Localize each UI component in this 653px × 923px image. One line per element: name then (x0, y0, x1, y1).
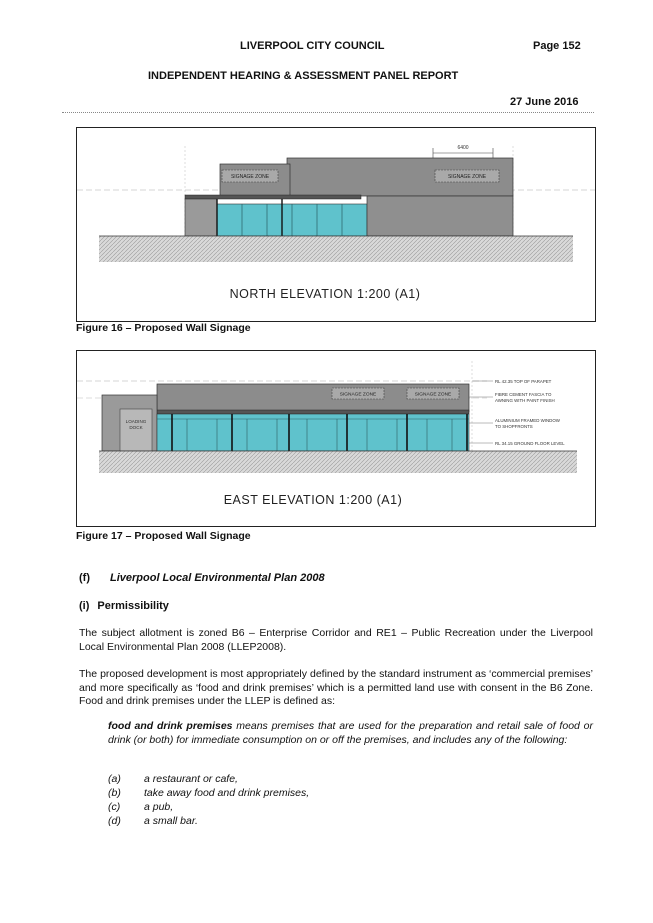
east-note-fascia-line1: FIBRE CEMENT FASCIA TO (495, 392, 552, 397)
header-divider (62, 112, 594, 113)
list-item: (b) take away food and drink premises, (108, 787, 309, 799)
paragraph-definition-intro: The proposed development is most appropr… (79, 668, 593, 707)
definition-text: means premises that are used for the pre… (108, 720, 593, 746)
figure-17-caption: Figure 17 – Proposed Wall Signage (76, 530, 251, 542)
loading-dock-label-1: LOADING (126, 419, 147, 424)
north-signage-zone-left: SIGNAGE ZONE (231, 174, 270, 180)
definition-block: food and drink premises means premises t… (108, 720, 593, 747)
figure-17-drawing: SIGNAGE ZONE SIGNAGE ZONE LOADING DOCK (76, 350, 596, 527)
list-marker: (c) (108, 801, 121, 813)
list-text: a restaurant or cafe, (144, 773, 238, 785)
list-text: a small bar. (144, 815, 198, 827)
north-elevation-svg: 6400 SIGNAGE ZONE SIGNAGE ZONE NORTH ELE… (77, 145, 595, 301)
list-item: (d) a small bar. (108, 815, 198, 827)
figure-16-drawing: 6400 SIGNAGE ZONE SIGNAGE ZONE NORTH ELE… (76, 127, 596, 322)
definition-term: food and drink premises (108, 720, 233, 732)
east-note-ground-floor: RL 34.15 GROUND FLOOR LEVEL (495, 441, 565, 446)
list-text: a pub, (144, 801, 174, 813)
list-item: (a) a restaurant or cafe, (108, 773, 238, 785)
north-elevation-title: NORTH ELEVATION 1:200 (A1) (230, 287, 421, 301)
section-title: Liverpool Local Environmental Plan 2008 (110, 572, 325, 584)
report-date: 27 June 2016 (510, 96, 579, 108)
loading-dock-label-2: DOCK (129, 425, 143, 430)
subsection-heading: (i) Permissibility (79, 600, 169, 612)
east-note-window-line1: ALUMINIUM FRAMED WINDOW (495, 418, 561, 423)
council-name: LIVERPOOL CITY COUNCIL (240, 40, 385, 52)
east-signage-zone-right: SIGNAGE ZONE (415, 392, 452, 398)
section-heading: (f) Liverpool Local Environmental Plan 20… (79, 572, 325, 584)
east-note-window-line2: TO SHOPFRONTS (495, 424, 533, 429)
list-marker: (b) (108, 787, 121, 799)
list-text: take away food and drink premises, (144, 787, 310, 799)
east-note-parapet: RL 42.35 TOP OF PARAPET (495, 379, 552, 384)
figure-16-caption: Figure 16 – Proposed Wall Signage (76, 322, 251, 334)
list-marker: (d) (108, 815, 121, 827)
list-marker: (a) (108, 773, 121, 785)
paragraph-zoning: The subject allotment is zoned B6 – Ente… (79, 627, 593, 653)
list-item: (c) a pub, (108, 801, 173, 813)
page-number: Page 152 (533, 40, 581, 52)
north-signage-zone-right: SIGNAGE ZONE (448, 174, 487, 180)
section-number: (f) (79, 572, 90, 584)
north-dimension: 6400 (457, 145, 468, 151)
east-signage-zone-left: SIGNAGE ZONE (340, 392, 377, 398)
east-note-fascia-line2: AWNING WITH PAINT FINISH (495, 398, 555, 403)
east-elevation-svg: SIGNAGE ZONE SIGNAGE ZONE LOADING DOCK (77, 361, 577, 507)
east-elevation-title: EAST ELEVATION 1:200 (A1) (224, 493, 403, 507)
subsection-title: Permissibility (97, 600, 169, 612)
report-title: INDEPENDENT HEARING & ASSESSMENT PANEL R… (148, 70, 459, 82)
subsection-number: (i) (79, 600, 90, 612)
